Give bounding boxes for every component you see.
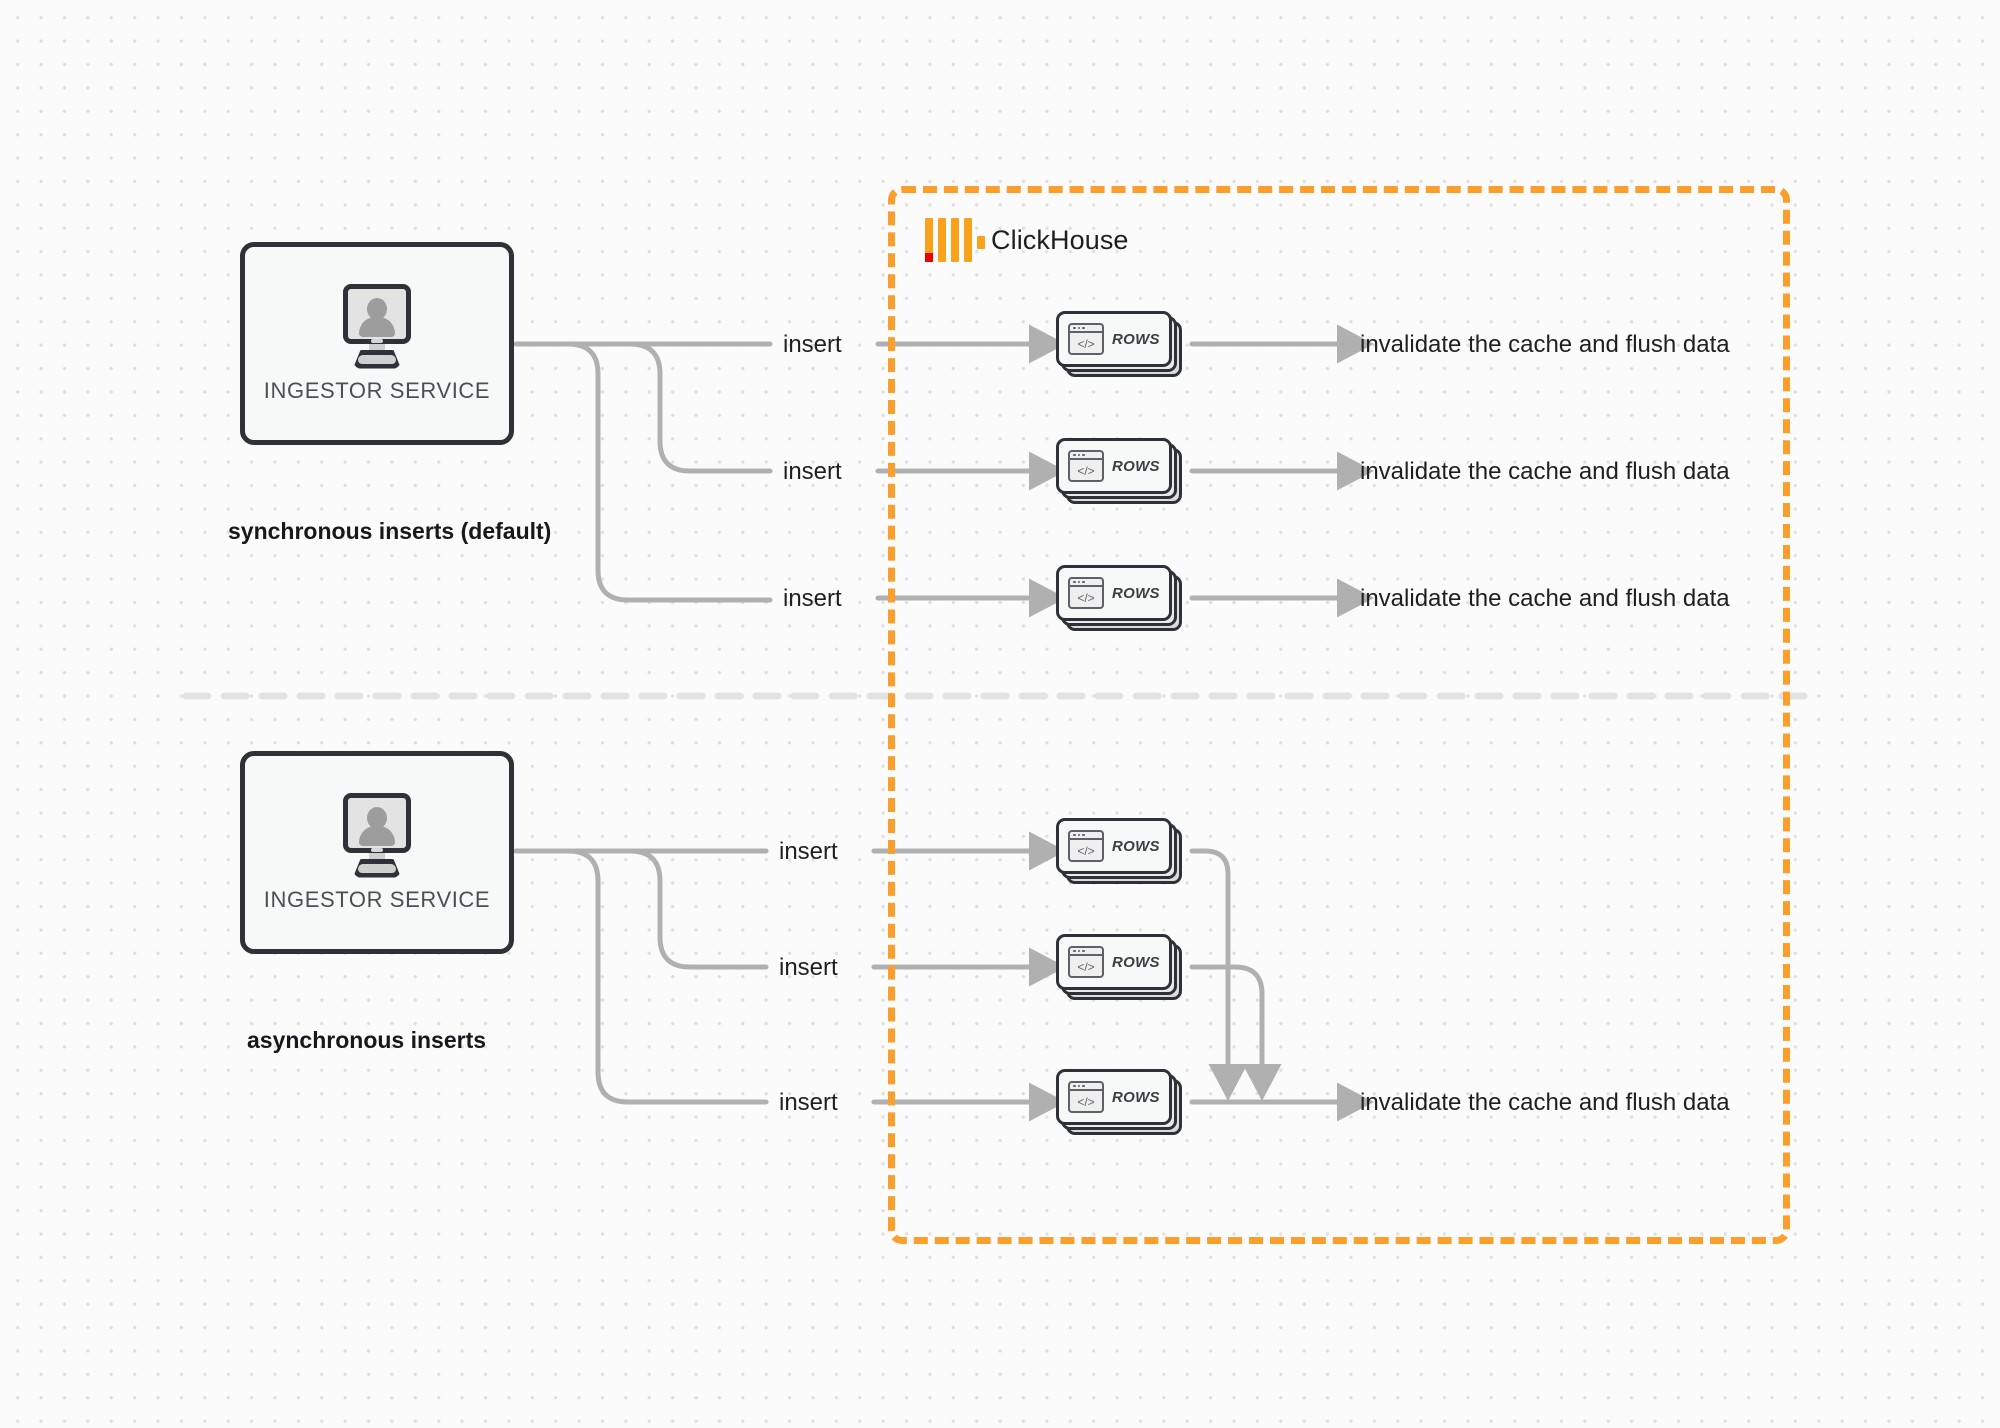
code-window-icon: </> (1068, 323, 1104, 355)
insert-label-sync-3: insert (783, 585, 842, 612)
code-window-icon: </> (1068, 577, 1104, 609)
rows-node-label: ROWS (1112, 457, 1160, 475)
code-window-icon: </> (1068, 830, 1104, 862)
rows-node-label: ROWS (1112, 837, 1160, 855)
clickhouse-header: ClickHouse (925, 218, 1129, 262)
code-window-icon: </> (1068, 450, 1104, 482)
clickhouse-boundary (888, 186, 1790, 1244)
rows-node-async-2[interactable]: </> ROWS (1056, 934, 1182, 1000)
ingestor-service-label-async: INGESTOR SERVICE (263, 886, 491, 912)
code-window-icon: </> (1068, 946, 1104, 978)
ingestor-service-label-sync: INGESTOR SERVICE (263, 377, 491, 403)
caption-synchronous: synchronous inserts (default) (228, 518, 552, 544)
monitor-user-icon (331, 792, 423, 881)
code-window-icon: </> (1068, 1081, 1104, 1113)
rows-node-sync-2[interactable]: </> ROWS (1056, 438, 1182, 504)
monitor-user-icon (331, 283, 423, 372)
rows-node-label: ROWS (1112, 330, 1160, 348)
rows-node-label: ROWS (1112, 953, 1160, 971)
rows-node-async-1[interactable]: </> ROWS (1056, 818, 1182, 884)
insert-label-sync-2: insert (783, 458, 842, 485)
flush-label-async-merged: invalidate the cache and flush data (1360, 1089, 1730, 1116)
caption-asynchronous: asynchronous inserts (247, 1027, 487, 1053)
rows-node-label: ROWS (1112, 1088, 1160, 1106)
rows-node-label: ROWS (1112, 584, 1160, 602)
ingestor-service-async[interactable]: INGESTOR SERVICE (240, 751, 514, 954)
insert-label-async-2: insert (779, 954, 838, 981)
clickhouse-logo-icon (925, 218, 985, 262)
flush-label-sync-1: invalidate the cache and flush data (1360, 331, 1730, 358)
insert-label-sync-1: insert (783, 331, 842, 358)
insert-label-async-1: insert (779, 838, 838, 865)
rows-node-sync-1[interactable]: </> ROWS (1056, 311, 1182, 377)
rows-node-sync-3[interactable]: </> ROWS (1056, 565, 1182, 631)
flush-label-sync-2: invalidate the cache and flush data (1360, 458, 1730, 485)
flush-label-sync-3: invalidate the cache and flush data (1360, 585, 1730, 612)
ingestor-service-sync[interactable]: INGESTOR SERVICE (240, 242, 514, 445)
insert-label-async-3: insert (779, 1089, 838, 1116)
clickhouse-label: ClickHouse (991, 224, 1129, 255)
rows-node-async-3[interactable]: </> ROWS (1056, 1069, 1182, 1135)
